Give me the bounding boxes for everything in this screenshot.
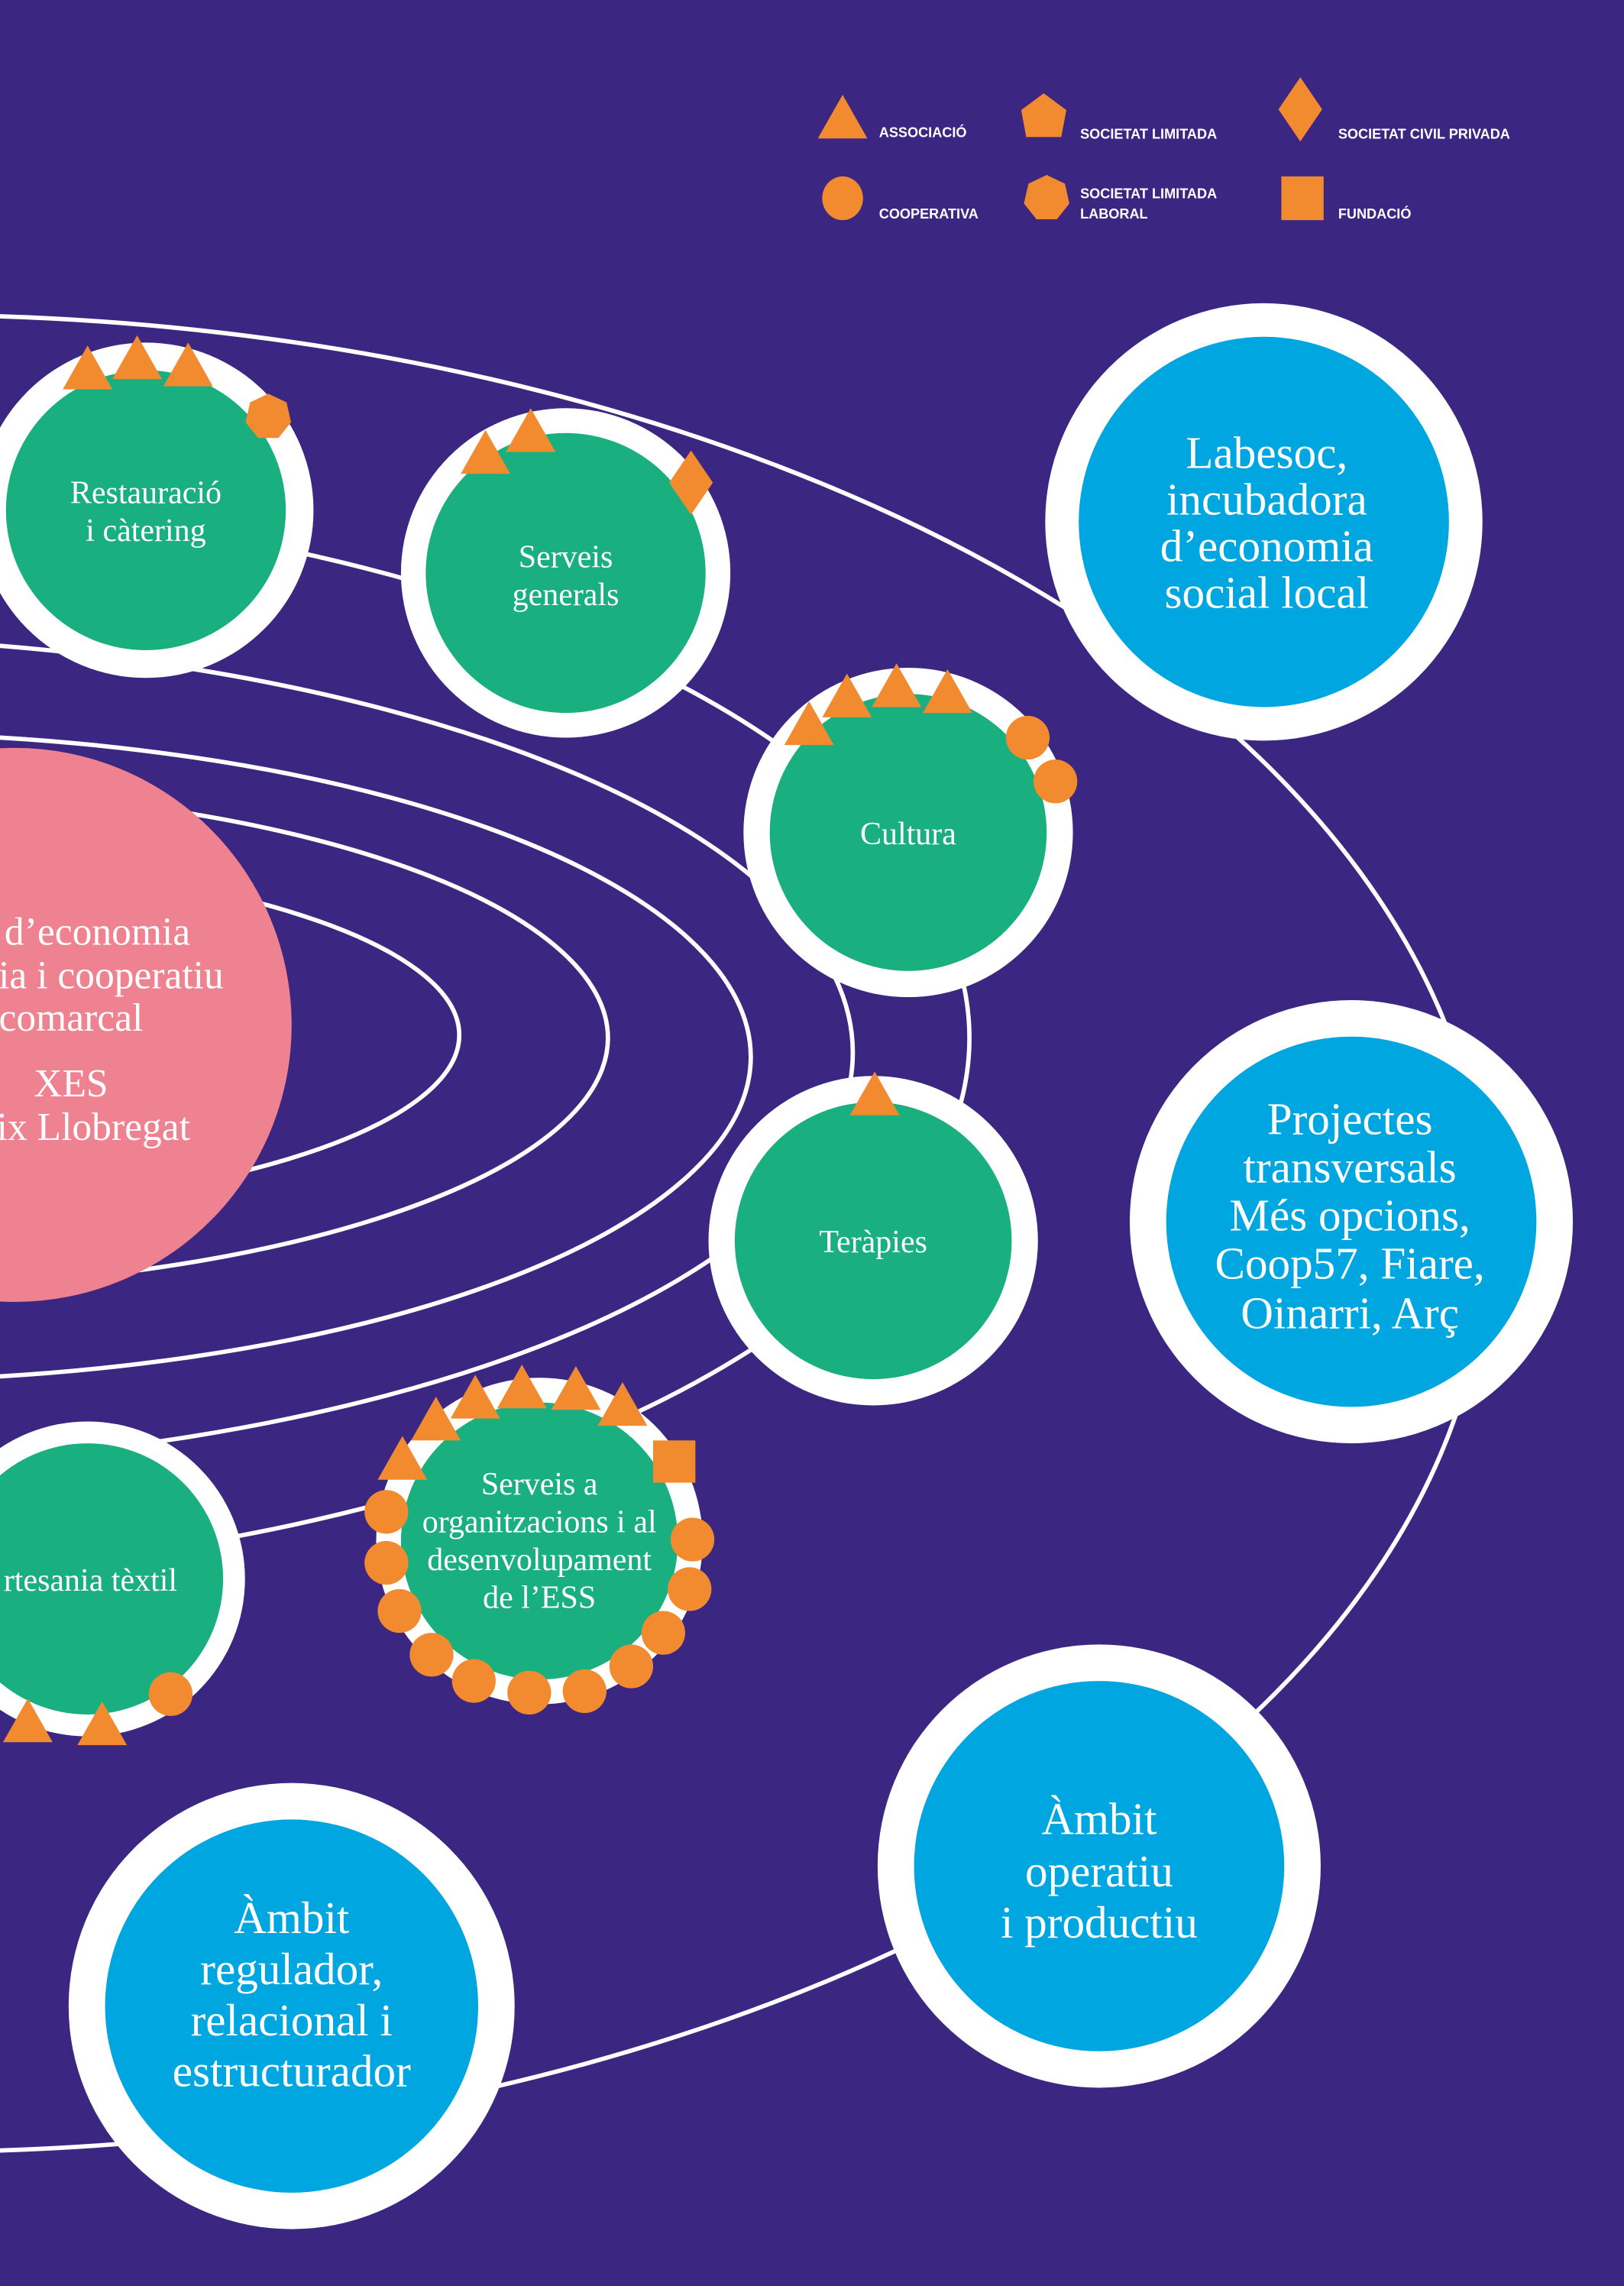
svg-text:rtesania tèxtil: rtesania tèxtil — [4, 1563, 177, 1598]
label: Coop57, Fiare, — [1215, 1238, 1485, 1288]
legend: ASSOCIACIÓ SOCIETAT LIMITADA SOCIETAT CI… — [817, 77, 1510, 222]
legend-label: FUNDACIÓ — [1338, 206, 1412, 222]
circle-icon — [822, 176, 863, 221]
activity-artesania-textil[interactable]: rtesania tèxtil — [0, 1421, 245, 1746]
label: Restauració — [70, 475, 222, 510]
label: rtesania tèxtil — [4, 1563, 177, 1598]
label: Cultura — [860, 817, 956, 852]
label: Serveis — [519, 539, 613, 575]
label: regulador, — [200, 1944, 383, 1994]
svg-text:Cultura: Cultura — [860, 817, 956, 852]
fundacio-icon — [653, 1440, 696, 1483]
orbit-2 — [0, 789, 610, 1287]
svg-text:p d’economia ria i coope: p d’economia ria i cooperatiu comarcal X… — [0, 910, 234, 1149]
label: Teràpies — [819, 1225, 927, 1260]
core-line: XES — [34, 1062, 108, 1106]
square-icon — [1281, 176, 1324, 221]
label: Labesoc, — [1186, 428, 1347, 478]
label: de l’ESS — [483, 1581, 596, 1616]
label: Projectes — [1267, 1094, 1433, 1145]
legend-label: COOPERATIVA — [879, 206, 979, 222]
label: i productiu — [1001, 1897, 1198, 1948]
core-line: p d’economia — [0, 910, 190, 954]
cooperativa-icon — [1034, 759, 1078, 804]
core-line: comarcal — [0, 996, 143, 1040]
legend-label: SOCIETAT LIMITADA — [1080, 126, 1217, 141]
label: Àmbit — [234, 1893, 350, 1943]
orbit-1 — [0, 860, 461, 1210]
orbit-4 — [0, 643, 855, 1462]
core-line: ria i cooperatiu — [0, 954, 224, 998]
label: Àmbit — [1041, 1793, 1157, 1844]
label: relacional i — [191, 1995, 393, 2045]
activity-terapies[interactable]: Teràpies — [708, 1071, 1038, 1406]
label: incubadora — [1166, 474, 1367, 525]
label: operatiu — [1025, 1846, 1173, 1896]
label: Oinarri, Arç — [1241, 1287, 1459, 1338]
legend-label: SOCIETAT LIMITADA — [1080, 186, 1217, 202]
label: Més opcions, — [1229, 1190, 1470, 1240]
label: desenvolupament — [427, 1543, 652, 1578]
svg-text:Teràpies: Teràpies — [819, 1225, 927, 1260]
core-node-xes: p d’economia ria i cooperatiu comarcal X… — [0, 747, 292, 1302]
orbit-5 — [0, 505, 972, 1571]
label: generals — [513, 578, 620, 613]
label: i càtering — [86, 513, 205, 549]
activity-cultura[interactable]: Cultura — [743, 663, 1078, 998]
orbit-3 — [0, 735, 753, 1379]
label: organitzacions i al — [422, 1504, 657, 1540]
core-line: ix Llobregat — [0, 1106, 191, 1149]
cooperativa-icons — [364, 1490, 715, 1714]
label: transversals — [1244, 1142, 1457, 1193]
legend-label: ASSOCIACIÓ — [879, 124, 967, 140]
legend-label: LABORAL — [1080, 206, 1148, 222]
label: d’economia — [1160, 521, 1373, 572]
cooperativa-icon — [1005, 715, 1050, 760]
label: Serveis a — [481, 1467, 598, 1502]
label: estructurador — [173, 2046, 411, 2097]
label: social local — [1165, 568, 1370, 618]
legend-label: SOCIETAT CIVIL PRIVADA — [1338, 126, 1510, 141]
cooperativa-icon — [148, 1672, 193, 1716]
